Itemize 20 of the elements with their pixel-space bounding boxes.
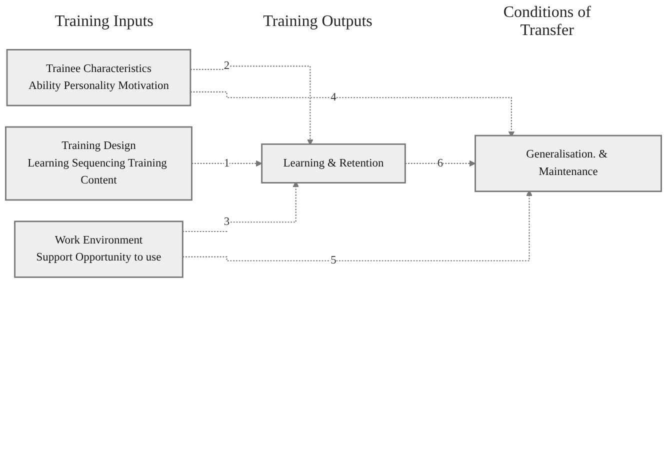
arrow xyxy=(182,181,299,232)
column-heading: Training Inputs xyxy=(54,13,154,31)
arrow xyxy=(190,66,314,146)
column-heading: Conditions of Transfer xyxy=(502,4,592,40)
node-box: Trainee Characteristics Ability Personality Motivation xyxy=(6,49,192,106)
edge-label: 6 xyxy=(437,157,444,170)
column-heading: Training Outputs xyxy=(263,13,372,31)
edge-label: 1 xyxy=(224,157,230,170)
arrow xyxy=(405,160,476,167)
node-box: Training Design Learning Sequencing Training Content xyxy=(5,126,192,201)
arrow xyxy=(190,91,515,138)
arrow xyxy=(182,190,532,262)
edge-label: 2 xyxy=(224,60,230,72)
node-box: Work Environment Support Opportunity to use xyxy=(14,220,184,278)
edge-label: 5 xyxy=(330,254,336,266)
edge-label: 4 xyxy=(330,91,336,104)
node-box: Generalisation. & Maintenance xyxy=(474,134,662,192)
node-box: Learning & Retention xyxy=(261,143,406,184)
edge-label: 3 xyxy=(224,216,230,228)
arrow xyxy=(192,160,262,167)
